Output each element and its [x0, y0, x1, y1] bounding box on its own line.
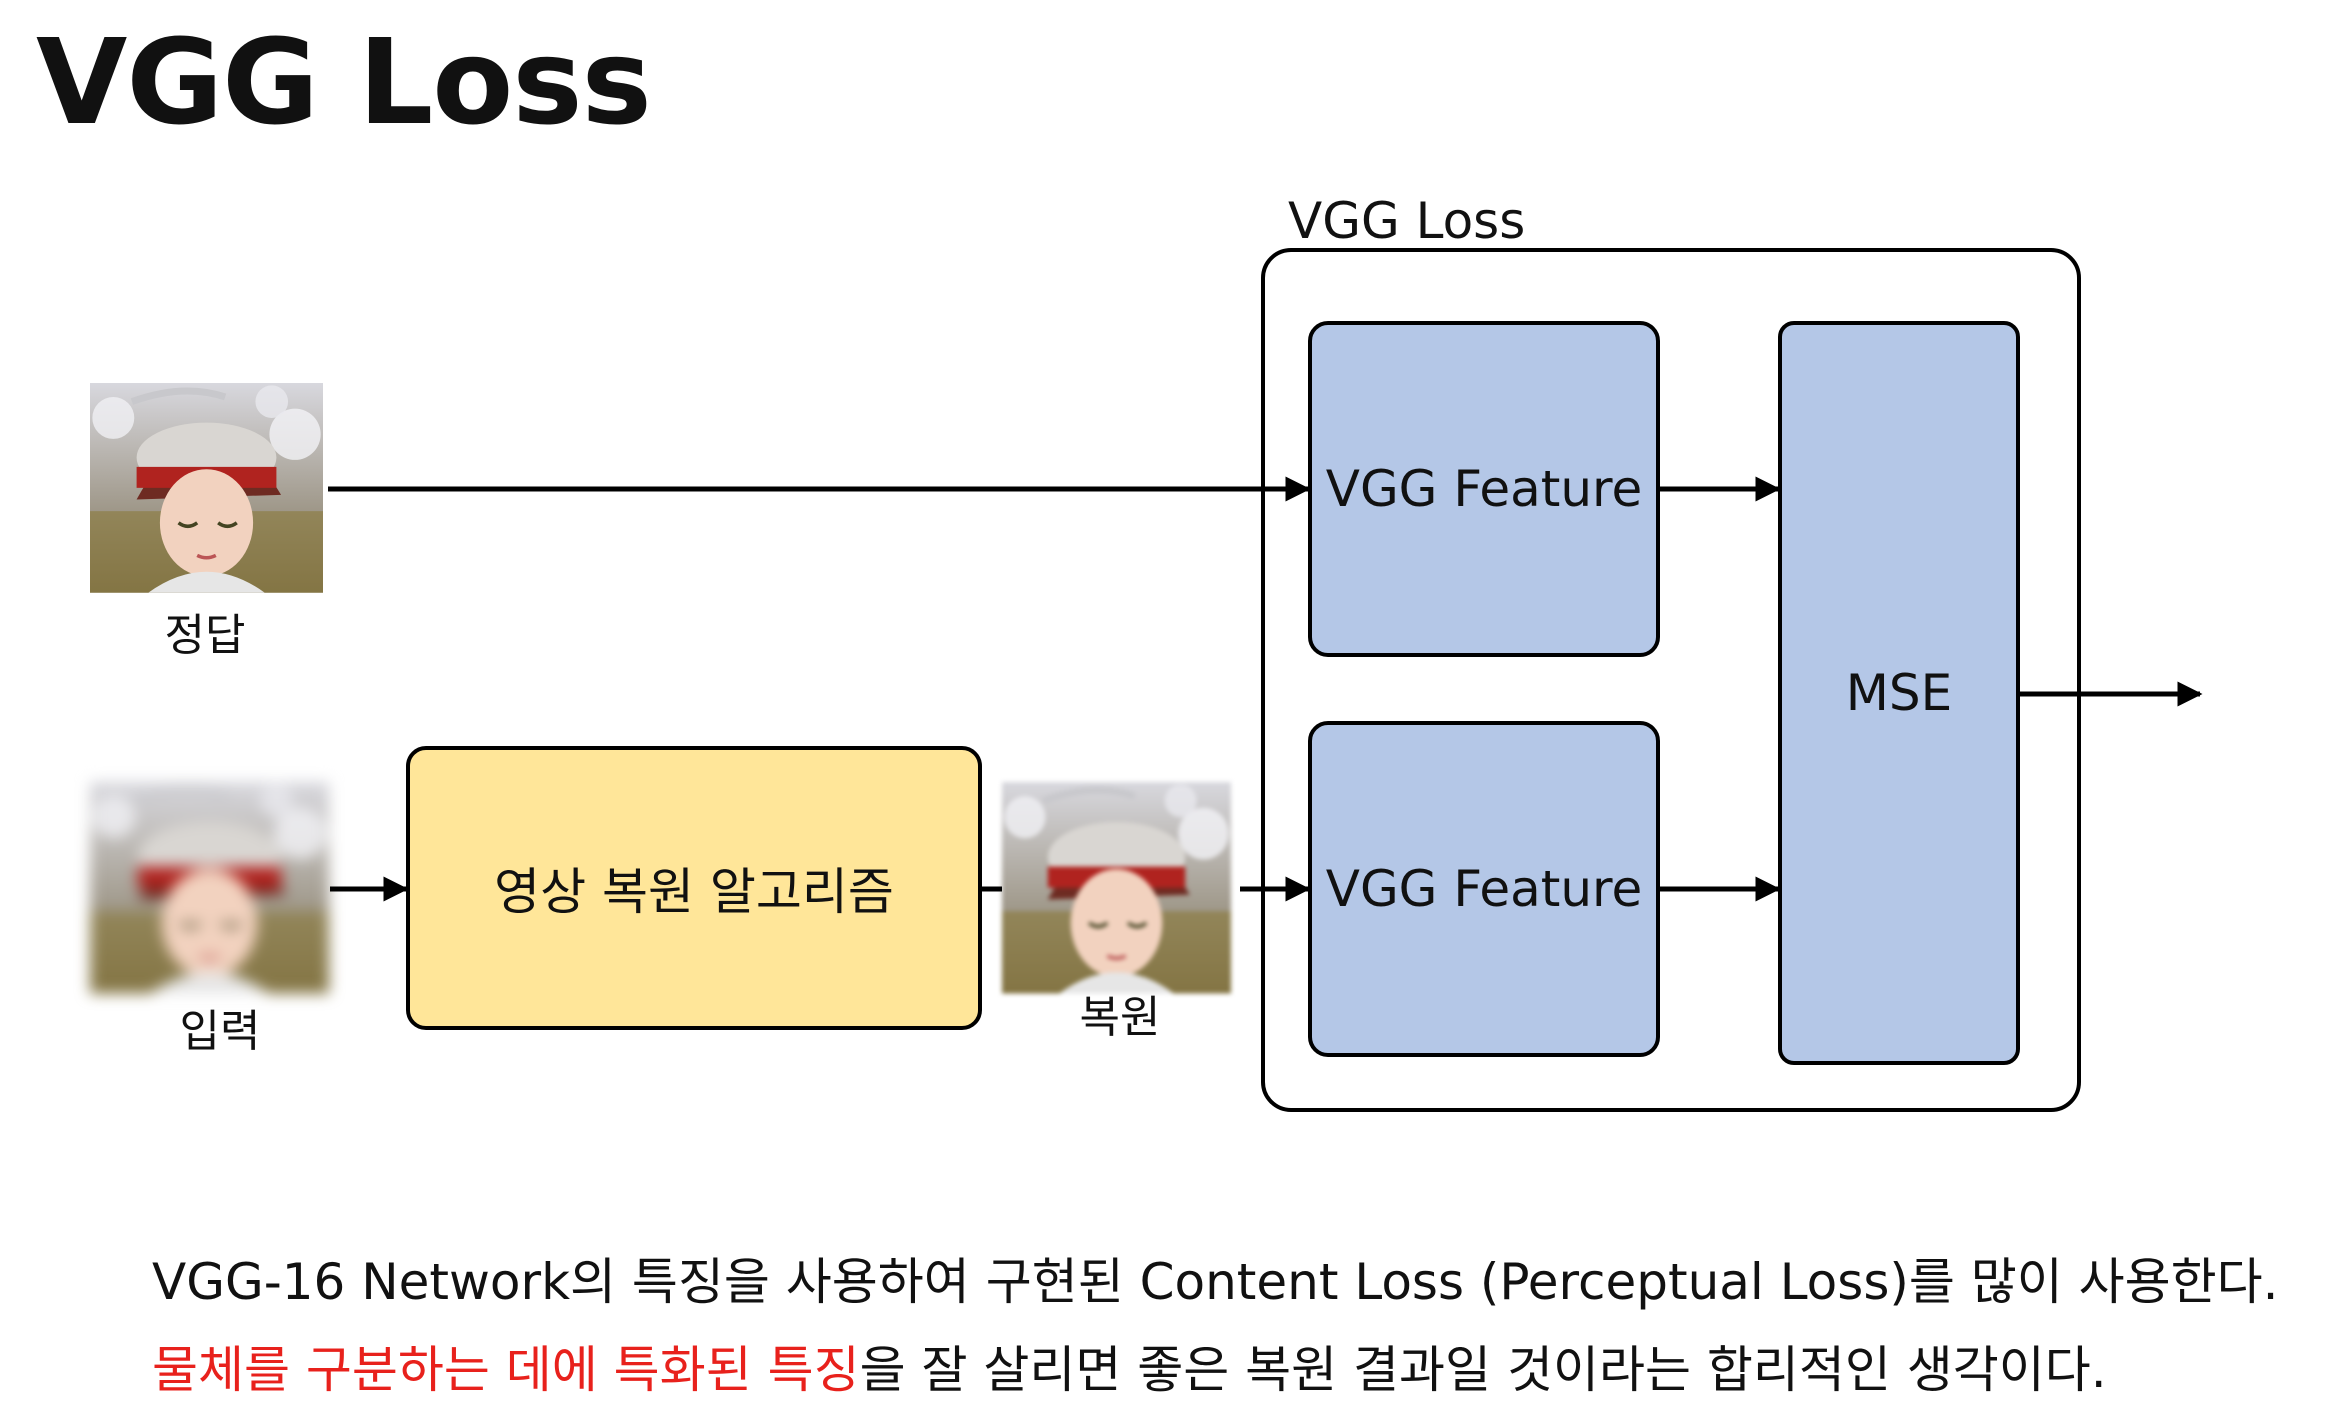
restoration-algorithm-label: 영상 복원 알고리즘 [494, 863, 894, 921]
footer-line-2-rest: 을 잘 살리면 좋은 복원 결과일 것이라는 합리적인 생각이다. [859, 1341, 2107, 1399]
vgg-feature-label-bottom: VGG Feature [1325, 860, 1643, 918]
vgg-loss-group [1261, 248, 2081, 1112]
footer-highlight: 물체를 구분하는 데에 특화된 특징 [152, 1341, 860, 1399]
footer-line-1: VGG-16 Network의 특징을 사용하여 구현된 Content Los… [152, 1253, 2279, 1311]
ground-truth-caption: 정답 [164, 610, 246, 661]
restored-image [1002, 782, 1231, 994]
vgg-loss-group-label: VGG Loss [1288, 192, 1526, 250]
footer-line-2: 물체를 구분하는 데에 특화된 특징을 잘 살리면 좋은 복원 결과일 것이라는… [152, 1330, 2107, 1402]
restored-caption: 복원 [1079, 992, 1161, 1043]
vgg-feature-label-top: VGG Feature [1325, 460, 1643, 518]
page-title: VGG Loss [36, 13, 652, 151]
input-image [90, 782, 329, 994]
input-caption: 입력 [179, 1006, 261, 1057]
mse-box [1778, 321, 2020, 1065]
ground-truth-image [90, 383, 323, 593]
mse-label: MSE [1845, 664, 1953, 722]
